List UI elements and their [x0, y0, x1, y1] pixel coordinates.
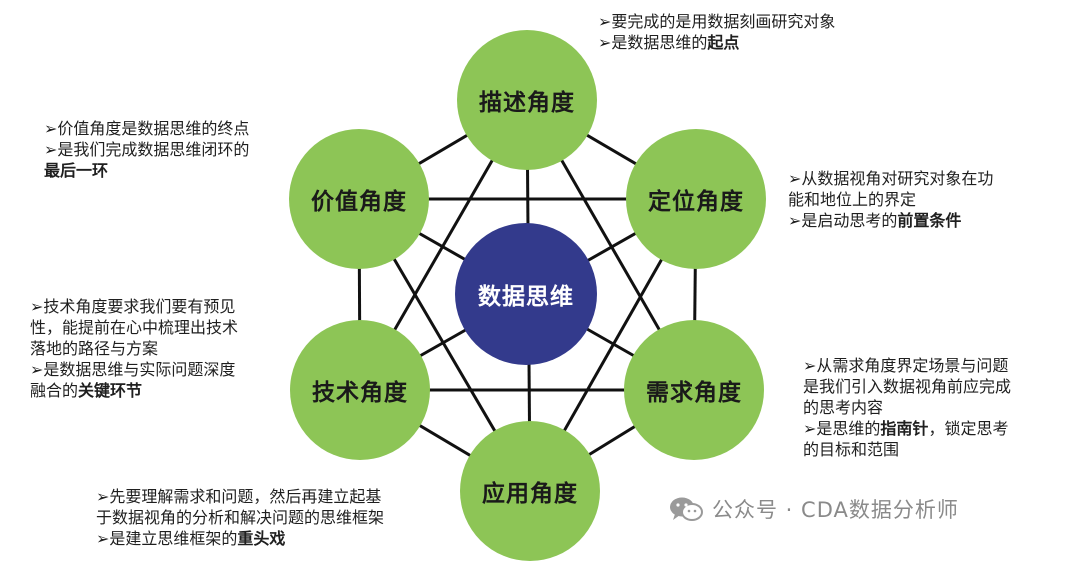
annotation-technology-line5-prefix: 融合的: [30, 381, 79, 400]
annotation-technology-line4: ➢是数据思维与实际问题深度: [30, 360, 236, 379]
node-value-label: 价值角度: [311, 189, 407, 215]
annotation-demand: ➢从需求角度界定场景与问题 是我们引入数据视角前应完成 的思考内容 ➢是思维的指…: [803, 355, 1011, 460]
node-describe-label: 描述角度: [479, 90, 575, 116]
annotation-demand-line4-suffix: ，锁定思考: [928, 419, 1009, 438]
node-center: 数据思维: [455, 223, 597, 365]
annotation-value: ➢价值角度是数据思维的终点 ➢是我们完成数据思维闭环的 最后一环: [44, 118, 249, 181]
annotation-describe-line1: ➢要完成的是用数据刻画研究对象: [598, 12, 836, 31]
node-application: 应用角度: [460, 421, 600, 561]
annotation-technology: ➢技术角度要求我们要有预见 性，能提前在心中梳理出技术 落地的路径与方案 ➢是数…: [30, 296, 238, 401]
node-technology-label: 技术角度: [312, 380, 408, 406]
wechat-icon: [670, 497, 703, 521]
annotation-demand-line2: 是我们引入数据视角前应完成: [803, 377, 1012, 396]
annotation-position-line2: 能和地位上的界定: [788, 190, 917, 209]
annotation-position-line1: ➢从数据视角对研究对象在功: [788, 169, 994, 188]
node-demand: 需求角度: [624, 320, 764, 460]
annotation-demand-line4-bold: 指南针: [880, 419, 929, 438]
annotation-technology-line3: 落地的路径与方案: [30, 339, 159, 358]
annotation-demand-line5: 的目标和范围: [803, 440, 900, 459]
annotation-demand-line3: 的思考内容: [803, 398, 884, 417]
node-position: 定位角度: [626, 129, 766, 269]
annotation-demand-line4-prefix: ➢是思维的: [803, 419, 881, 438]
node-demand-label: 需求角度: [646, 380, 742, 406]
annotation-position-line3-bold: 前置条件: [897, 211, 962, 230]
annotation-demand-line1: ➢从需求角度界定场景与问题: [803, 356, 1009, 375]
annotation-describe-line2-bold: 起点: [707, 33, 740, 52]
annotation-application-line3-bold: 重头戏: [237, 529, 286, 548]
annotation-application-line2: 于数据视角的分析和解决问题的思维框架: [96, 508, 385, 527]
watermark-text: 公众号 · CDA数据分析师: [712, 498, 959, 522]
node-application-label: 应用角度: [482, 481, 578, 507]
annotation-technology-line2: 性，能提前在心中梳理出技术: [30, 318, 239, 337]
node-describe: 描述角度: [457, 30, 597, 170]
annotation-application-line1: ➢先要理解需求和问题，然后再建立起基: [96, 487, 382, 506]
node-center-label: 数据思维: [478, 284, 574, 310]
node-technology: 技术角度: [290, 320, 430, 460]
annotation-application: ➢先要理解需求和问题，然后再建立起基 于数据视角的分析和解决问题的思维框架 ➢是…: [96, 486, 384, 549]
annotation-position: ➢从数据视角对研究对象在功 能和地位上的界定 ➢是启动思考的前置条件: [788, 168, 993, 231]
annotation-technology-line1: ➢技术角度要求我们要有预见: [30, 297, 236, 316]
watermark: 公众号 · CDA数据分析师: [668, 494, 959, 524]
annotation-value-line3-bold: 最后一环: [44, 161, 109, 180]
annotation-technology-line5-bold: 关键环节: [78, 381, 143, 400]
annotation-describe: ➢要完成的是用数据刻画研究对象 ➢是数据思维的起点: [598, 11, 835, 53]
annotation-describe-line2-prefix: ➢是数据思维的: [598, 33, 708, 52]
node-position-label: 定位角度: [648, 189, 744, 215]
annotation-value-line1: ➢价值角度是数据思维的终点: [44, 119, 250, 138]
node-value: 价值角度: [289, 129, 429, 269]
annotation-application-line3-prefix: ➢是建立思维框架的: [96, 529, 238, 548]
annotation-value-line2: ➢是我们完成数据思维闭环的: [44, 140, 250, 159]
annotation-position-line3-prefix: ➢是启动思考的: [788, 211, 898, 230]
